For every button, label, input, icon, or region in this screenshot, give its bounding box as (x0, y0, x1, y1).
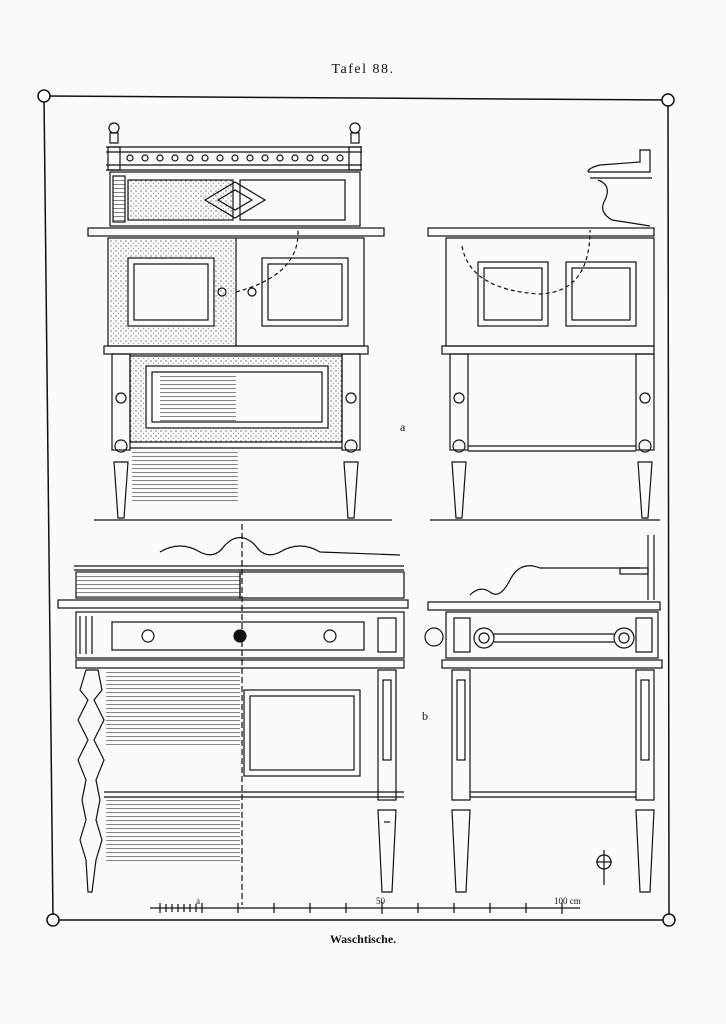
corner-mark (46, 913, 60, 927)
gallery-balusters (126, 154, 344, 162)
plate-caption: Waschtische. (329, 932, 397, 946)
scale-bar (150, 902, 580, 914)
scale-unit: cm (569, 896, 581, 906)
washstand-b-side (424, 535, 663, 893)
corner-mark (37, 89, 51, 103)
scale-label-100: 100 cm (554, 896, 581, 906)
washstand-a-side (427, 149, 660, 521)
washstand-a-front (87, 122, 392, 521)
scale-value-100: 100 (554, 896, 568, 906)
scale-label-50: 50 (376, 896, 385, 906)
scale-label-a: a (196, 896, 200, 906)
figure-label-b: b (422, 709, 428, 723)
washstand-b-front (57, 524, 409, 905)
corner-mark (662, 913, 676, 927)
plate-title: Tafel 88. (331, 62, 395, 77)
plate-frame (37, 89, 676, 927)
figure-label-a: a (400, 420, 406, 434)
corner-mark (661, 93, 675, 107)
